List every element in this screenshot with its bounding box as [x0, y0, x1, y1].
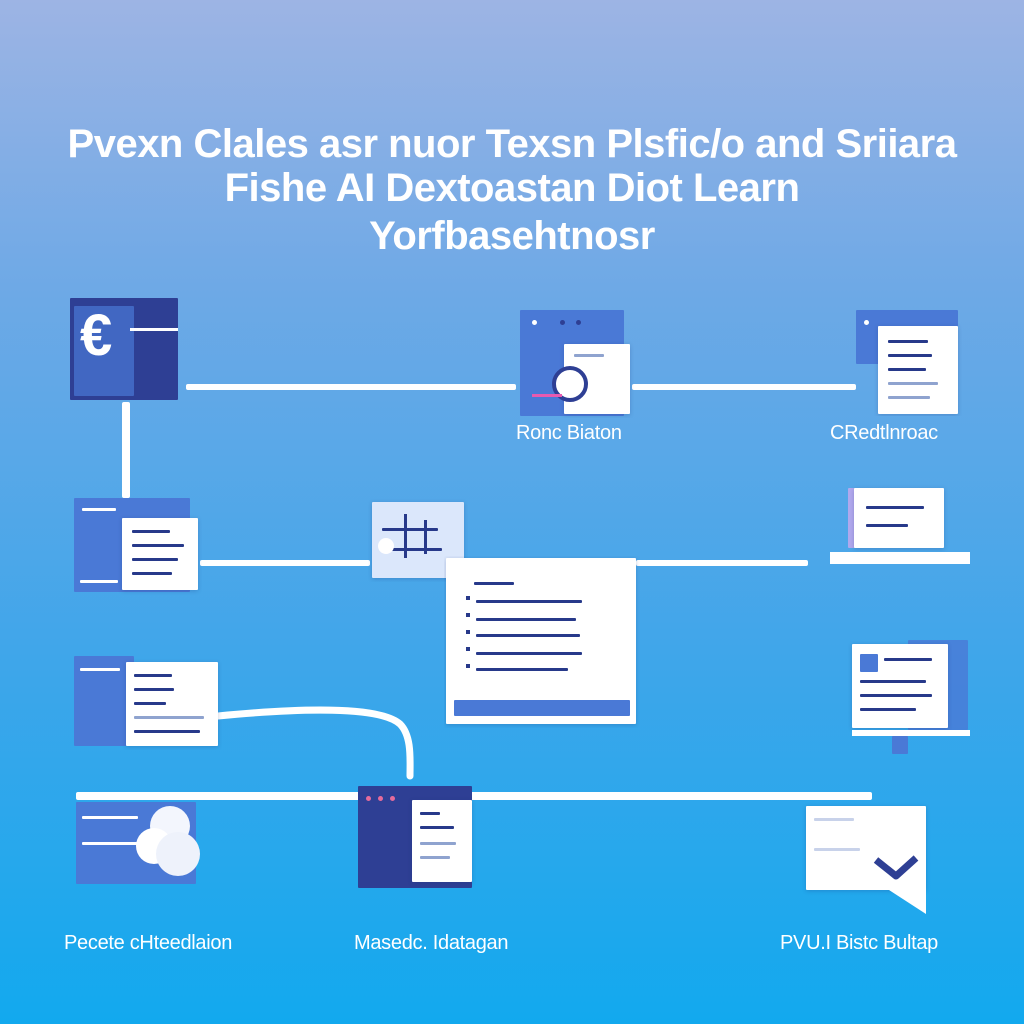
label-bottom-center: Masedc. Idatagan: [354, 932, 509, 954]
connector-middle-right: [636, 560, 808, 566]
search-window-node[interactable]: [518, 308, 634, 418]
label-bottom-left: Pecete cHteedlaion: [64, 932, 233, 954]
connector-middle-left: [200, 560, 370, 566]
label-top-center: Ronc Biaton: [516, 422, 622, 444]
checkmark-document-node[interactable]: [802, 800, 932, 918]
connector-left-vertical: [122, 402, 130, 498]
connector-bottom: [76, 792, 872, 800]
euro-icon: €: [80, 303, 113, 368]
diagram-title-line-3: Yorfbasehtnosr: [369, 214, 655, 258]
cloud-storage-node[interactable]: [74, 796, 206, 888]
checkmark-icon: [873, 855, 919, 880]
cloud-icon: [136, 806, 200, 876]
central-list-document[interactable]: [444, 556, 640, 728]
connector-top-right: [632, 384, 856, 390]
diagram-title-line-2: Fishe AI Dextoastan Diot Learn: [224, 166, 800, 210]
magnifier-icon: [552, 366, 588, 402]
connector-top: [186, 384, 516, 390]
diagram-title-line-1: Pvexn Clales asr nuor Texsn Plsfic/o and…: [67, 122, 957, 166]
callout-tail: [886, 888, 926, 914]
folded-document-node[interactable]: [826, 484, 972, 570]
label-bottom-right: PVU.I Bistc Bultap: [780, 932, 938, 954]
form-window-node[interactable]: [72, 496, 202, 596]
euro-dashboard-node[interactable]: €: [70, 298, 180, 402]
label-top-right: CRedtlnroac: [830, 422, 938, 444]
image-document-node[interactable]: [848, 638, 972, 760]
app-window-node[interactable]: [356, 784, 476, 890]
document-node-top-right[interactable]: [854, 308, 962, 416]
report-window-node[interactable]: [72, 654, 222, 750]
